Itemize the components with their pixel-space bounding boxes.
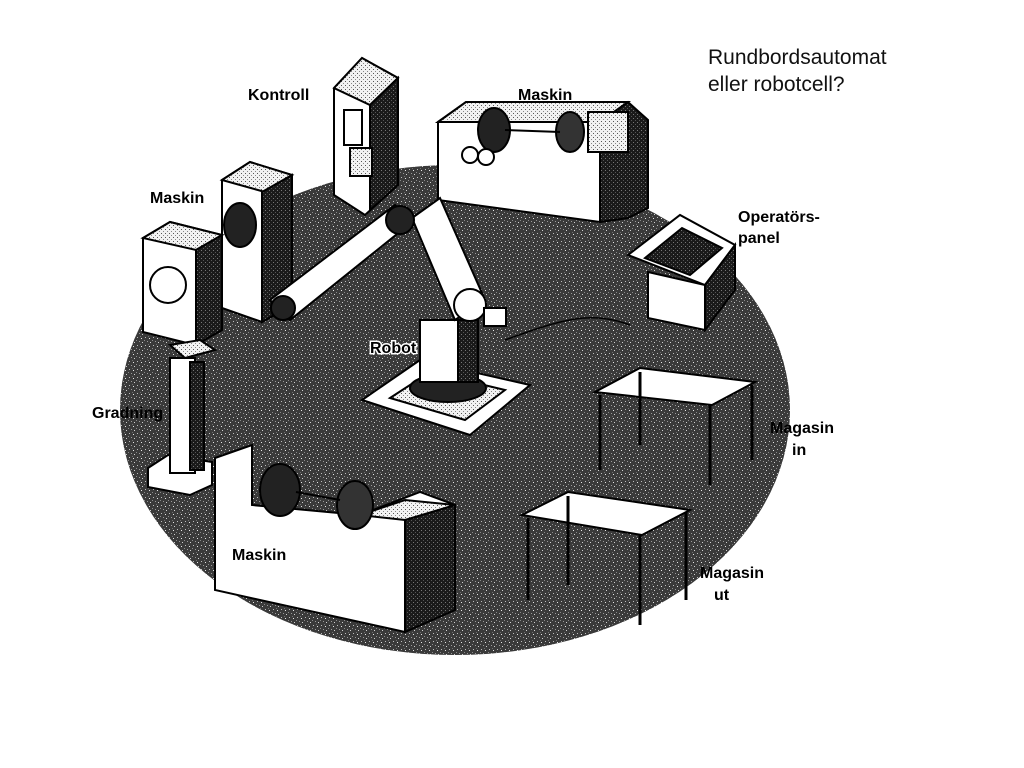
label-magasin-ut-line-1: Magasin	[700, 565, 764, 582]
label-robot: Robot	[370, 340, 417, 357]
slide-title-line-2: eller robotcell?	[708, 73, 845, 96]
maskin-top	[434, 100, 649, 224]
slide-title-line-1: Rundbordsautomat	[708, 46, 887, 69]
label-operator-line-1: Operatörs-	[738, 209, 820, 226]
label-maskin-left: Maskin	[150, 190, 204, 207]
maskin-bottom	[214, 443, 456, 634]
label-maskin-bottom: Maskin	[232, 547, 286, 564]
robot	[268, 196, 631, 437]
maskin-left	[140, 160, 295, 347]
label-magasin-in-line-1: Magasin	[770, 420, 834, 437]
label-operator-line-2: panel	[738, 230, 780, 247]
magasin-ut-table	[518, 490, 694, 625]
label-kontroll: Kontroll	[248, 87, 309, 104]
label-magasin-in-line-2: in	[792, 442, 806, 459]
label-magasin-ut-line-2: ut	[714, 587, 730, 604]
magasin-in-table	[591, 366, 759, 485]
label-maskin-top: Maskin	[518, 87, 572, 104]
label-gradning: Gradning	[92, 405, 163, 422]
gradning-station	[147, 338, 218, 497]
kontroll-station	[332, 56, 400, 217]
operator-panel	[625, 213, 737, 333]
slide-title: Rundbordsautomat eller robotcell?	[708, 44, 1008, 98]
